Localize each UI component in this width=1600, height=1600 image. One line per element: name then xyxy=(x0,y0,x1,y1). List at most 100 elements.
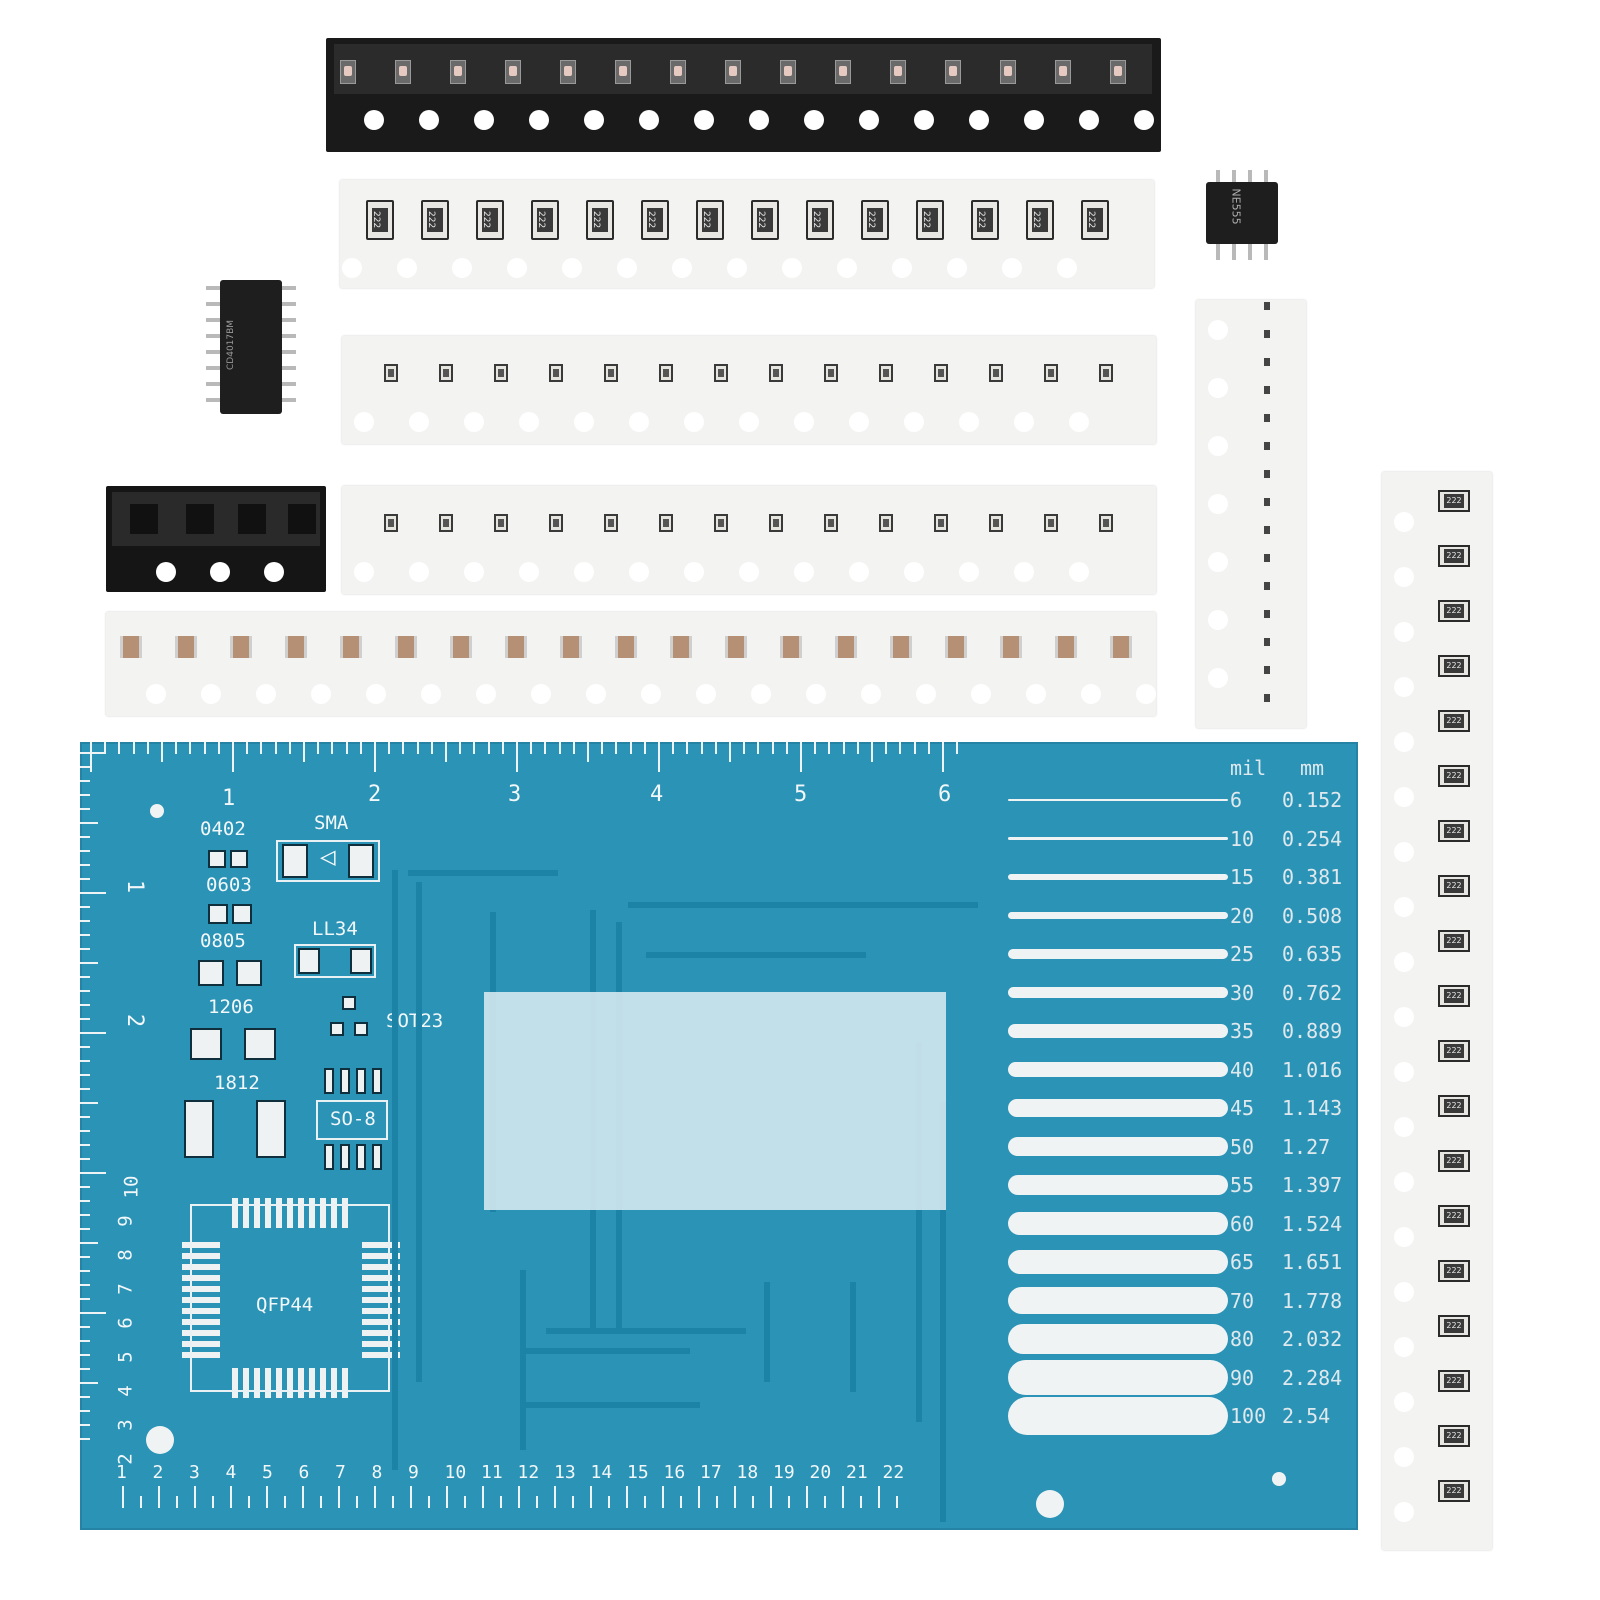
qfp-pad xyxy=(254,1368,260,1398)
ruler-tick xyxy=(80,906,90,908)
ruler-tick xyxy=(842,742,845,754)
led-component xyxy=(340,60,356,84)
ruler-tick xyxy=(246,742,249,754)
ruler-tick xyxy=(686,742,689,754)
resistor-1206: 222 xyxy=(971,200,999,240)
tape-hole xyxy=(1024,110,1044,130)
tape-hole xyxy=(861,684,881,704)
tape-hole xyxy=(586,684,606,704)
resistor-0603 xyxy=(989,364,1003,382)
tape-hole xyxy=(696,684,716,704)
ruler-tick xyxy=(402,742,405,754)
ruler-tick xyxy=(80,1172,106,1174)
tape-hole xyxy=(739,412,759,432)
ruler-tick xyxy=(680,1496,682,1508)
resistor-0603 xyxy=(439,514,453,532)
ruler-tick xyxy=(80,1312,106,1314)
ruler-tick xyxy=(80,1368,90,1370)
resistor-marking: 222 xyxy=(426,208,443,232)
resistor-vertical: 222 xyxy=(1438,1480,1470,1502)
ruler-top-1: 1 xyxy=(222,786,236,811)
resistor-1206: 222 xyxy=(696,200,724,240)
mil-value: 15 xyxy=(1230,865,1255,889)
ruler-tick xyxy=(80,892,106,894)
ruler-tick xyxy=(80,1046,90,1048)
resistor-0603-tape-b xyxy=(342,486,1156,594)
ruler-tick xyxy=(80,1410,90,1412)
ruler-tick xyxy=(536,1496,538,1508)
tape-hole xyxy=(409,562,429,582)
label-sot23: SOT23 xyxy=(386,1010,444,1032)
qfp-pad xyxy=(362,1352,400,1358)
mil-value: 35 xyxy=(1230,1019,1255,1043)
led-component xyxy=(725,60,741,84)
tape-hole xyxy=(629,562,649,582)
width-strip xyxy=(1008,798,1228,802)
ruler-tick xyxy=(194,1486,196,1508)
resistor-marking: 222 xyxy=(1031,208,1048,232)
resistor-vertical: 222 xyxy=(1438,545,1470,567)
width-strip xyxy=(1008,949,1228,959)
ruler-tick xyxy=(388,742,391,754)
ruler-tick xyxy=(626,1486,628,1508)
ruler-tick xyxy=(104,742,107,754)
tape-hole xyxy=(1394,567,1414,587)
ruler-tick xyxy=(896,1496,898,1508)
tape-hole xyxy=(146,684,166,704)
mil-value: 70 xyxy=(1230,1288,1255,1313)
so8-ic: NE555 xyxy=(1206,170,1278,260)
qfp-pad xyxy=(182,1253,220,1259)
tape-hole xyxy=(739,562,759,582)
tape-hole xyxy=(1394,787,1414,807)
resistor-marking: 222 xyxy=(1444,879,1464,893)
qfp-pad xyxy=(298,1368,304,1398)
resistor-marking: 222 xyxy=(1444,1264,1464,1278)
ruler-tick xyxy=(176,1496,178,1508)
ruler-tick xyxy=(146,742,149,754)
tape-hole xyxy=(1394,1447,1414,1467)
so16-ic-label: CD4017BM xyxy=(226,319,236,370)
ruler-bottom-label: 15 xyxy=(627,1462,649,1483)
mil-value: 55 xyxy=(1230,1173,1255,1197)
tiny-component xyxy=(1264,526,1270,534)
tape-hole xyxy=(1069,412,1089,432)
resistor-0603 xyxy=(604,364,618,382)
tiny-component xyxy=(1264,694,1270,702)
qfp-pad xyxy=(362,1275,400,1281)
tape-hole xyxy=(892,258,912,278)
ruler-tick xyxy=(356,1496,358,1508)
qfp-pad xyxy=(362,1341,400,1347)
ruler-tick xyxy=(828,742,831,754)
ruler-tick xyxy=(374,742,376,772)
tape-hole xyxy=(1079,110,1099,130)
led-tape xyxy=(326,38,1161,152)
width-strip xyxy=(1008,836,1228,841)
ruler-tick xyxy=(80,1438,90,1440)
qfp-pad xyxy=(243,1198,249,1228)
capacitor xyxy=(1110,636,1132,658)
resistor-vertical: 222 xyxy=(1438,490,1470,512)
width-strip xyxy=(1008,874,1228,880)
width-strip xyxy=(1008,1137,1228,1156)
ruler-tick xyxy=(80,990,90,992)
tiny-component xyxy=(1264,554,1270,562)
led-component xyxy=(615,60,631,84)
mil-value: 80 xyxy=(1230,1327,1255,1351)
qfp-pad xyxy=(182,1242,220,1248)
ruler-bottom-label: 17 xyxy=(700,1462,722,1483)
tape-hole xyxy=(629,412,649,432)
ruler-tick xyxy=(230,1486,232,1508)
ruler-tick xyxy=(80,794,90,796)
ruler-tick xyxy=(430,742,433,754)
tape-hole xyxy=(1394,1337,1414,1357)
qfp-pad xyxy=(254,1198,260,1228)
ruler-tick xyxy=(303,742,305,762)
led-component xyxy=(450,60,466,84)
mil-value: 20 xyxy=(1230,903,1255,928)
label-qfp44: QFP44 xyxy=(256,1294,314,1316)
ruler-tick xyxy=(716,1496,718,1508)
led-component xyxy=(505,60,521,84)
mil-value: 90 xyxy=(1230,1365,1255,1390)
ruler-tick xyxy=(80,1340,90,1342)
